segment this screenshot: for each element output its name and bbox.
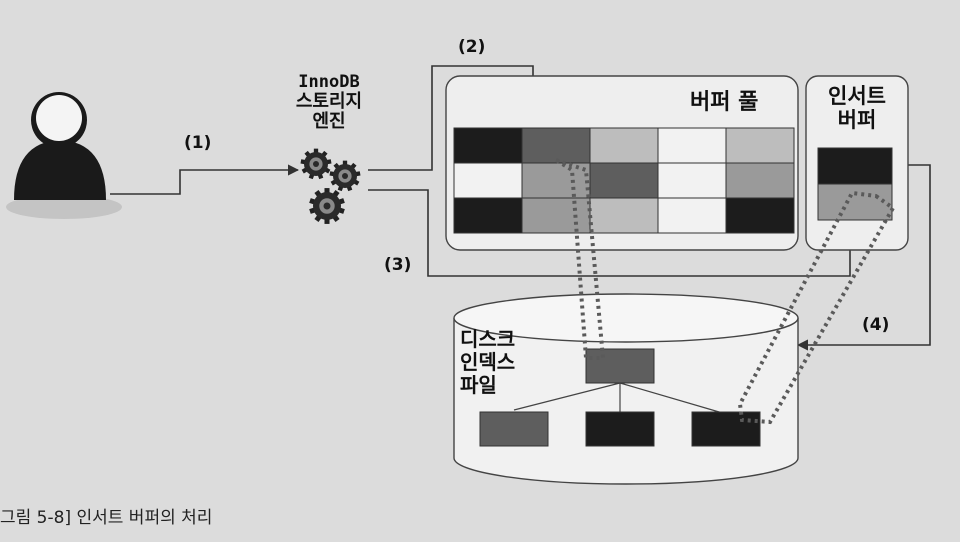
buffer-pool-grid xyxy=(453,127,795,234)
figure-caption: 그림 5-8] 인서트 버퍼의 처리 xyxy=(0,508,213,528)
dotted-link-pool-disk xyxy=(554,158,606,360)
buffer-pool-page xyxy=(725,197,795,234)
index-tree-lines xyxy=(513,382,727,415)
arrow-3 xyxy=(368,189,856,277)
arrow-1 xyxy=(110,164,300,195)
gear-icon xyxy=(309,188,345,224)
gears-group xyxy=(300,148,361,224)
user-icon xyxy=(6,92,122,219)
buffer-pool-page xyxy=(589,127,659,164)
insert-buffer-entry xyxy=(817,183,893,221)
index-leaf-node xyxy=(479,411,549,447)
buffer-pool-page xyxy=(589,162,659,199)
disk-index-label: 디스크 인덱스 파일 xyxy=(460,327,516,397)
buffer-pool-page xyxy=(589,197,659,234)
buffer-pool-page xyxy=(657,127,727,164)
buffer-pool-page xyxy=(725,127,795,164)
dotted-link-insert-disk xyxy=(737,190,896,425)
step-3-label: (3) xyxy=(384,255,412,275)
buffer-pool-page xyxy=(725,162,795,199)
storage-engine-label: InnoDB 스토리지 엔진 xyxy=(295,72,363,132)
step-1-label: (1) xyxy=(184,133,212,153)
buffer-pool-page xyxy=(453,197,523,234)
index-leaf-node xyxy=(585,411,655,447)
buffer-pool-page xyxy=(453,162,523,199)
step-2-label: (2) xyxy=(458,37,486,57)
index-root-node xyxy=(585,348,655,384)
index-leaf-node xyxy=(691,411,761,447)
arrow-4 xyxy=(796,164,931,351)
gear-icon xyxy=(329,160,361,192)
buffer-pool-label: 버퍼 풀 xyxy=(690,90,759,115)
insert-buffer-cells xyxy=(817,147,893,221)
gear-icon xyxy=(300,148,332,180)
buffer-pool-page xyxy=(521,197,591,234)
insert-buffer-label: 인서트 버퍼 xyxy=(828,84,886,132)
buffer-pool-page xyxy=(521,127,591,164)
index-tree xyxy=(479,348,761,447)
buffer-pool-page xyxy=(453,127,523,164)
buffer-pool-page xyxy=(521,162,591,199)
buffer-pool-page xyxy=(657,162,727,199)
insert-buffer-entry xyxy=(817,147,893,185)
step-4-label: (4) xyxy=(862,315,890,335)
buffer-pool-page xyxy=(657,197,727,234)
